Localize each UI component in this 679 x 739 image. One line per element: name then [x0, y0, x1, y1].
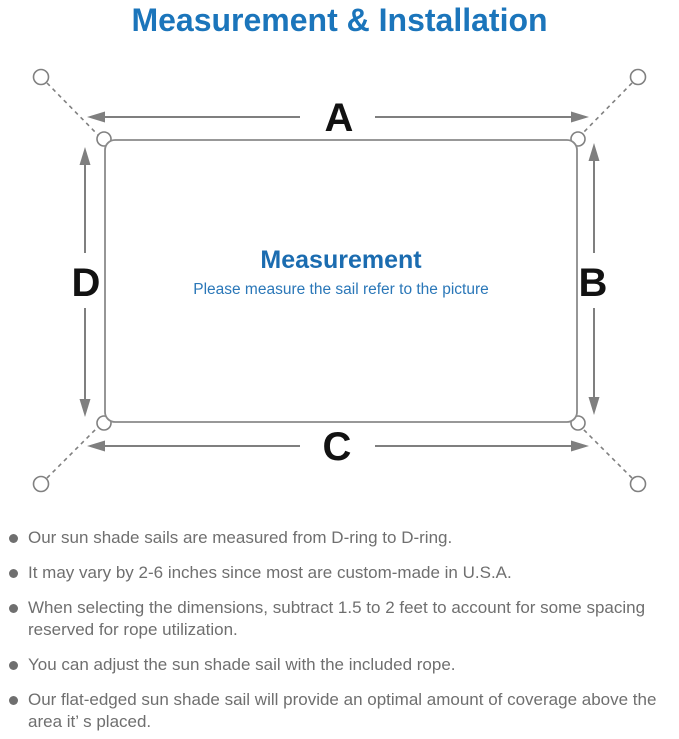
- arrowhead-a-right: [571, 111, 589, 123]
- note-item: You can adjust the sun shade sail with t…: [9, 654, 669, 676]
- anchor-ring-bottom-left: [32, 475, 50, 493]
- dim-label-d: D: [72, 261, 101, 305]
- dim-label-c: C: [323, 425, 352, 469]
- measurement-diagram: A C D B Measurement Please measure the s…: [32, 68, 647, 493]
- notes-list: Our sun shade sails are measured from D-…: [9, 527, 669, 739]
- rope-dashed-bottom-right: [578, 424, 633, 479]
- bullet-icon: [9, 534, 18, 543]
- anchor-ring-top-left: [32, 68, 50, 86]
- arrowhead-b-top: [588, 143, 600, 161]
- note-item: Our sun shade sails are measured from D-…: [9, 527, 669, 549]
- bullet-icon: [9, 604, 18, 613]
- bullet-icon: [9, 661, 18, 670]
- arrowhead-a-left: [87, 111, 105, 123]
- dim-label-a: A: [325, 96, 354, 140]
- note-text: When selecting the dimensions, subtract …: [28, 598, 646, 639]
- note-item: When selecting the dimensions, subtract …: [9, 597, 669, 641]
- sail-rectangle: [104, 139, 578, 423]
- anchor-ring-top-right: [629, 68, 647, 86]
- arrowhead-d-bottom: [79, 399, 91, 417]
- bullet-icon: [9, 696, 18, 705]
- rope-dashed-bottom-left: [46, 424, 101, 479]
- center-heading: Measurement: [260, 246, 422, 274]
- anchor-ring-bottom-right: [629, 475, 647, 493]
- arrowhead-b-bottom: [588, 397, 600, 415]
- arrowhead-c-left: [87, 440, 105, 452]
- page-title: Measurement & Installation: [131, 2, 548, 38]
- note-text: Our sun shade sails are measured from D-…: [28, 528, 453, 547]
- note-item: It may vary by 2-6 inches since most are…: [9, 562, 669, 584]
- rope-dashed-top-right: [578, 82, 633, 138]
- note-text: You can adjust the sun shade sail with t…: [28, 655, 456, 674]
- arrowhead-d-top: [79, 147, 91, 165]
- arrowhead-c-right: [571, 440, 589, 452]
- dim-label-b: B: [579, 261, 608, 305]
- note-item: Our flat-edged sun shade sail will provi…: [9, 689, 669, 733]
- note-text: Our flat-edged sun shade sail will provi…: [28, 690, 657, 731]
- center-subtitle: Please measure the sail refer to the pic…: [193, 281, 489, 298]
- note-text: It may vary by 2-6 inches since most are…: [28, 563, 512, 582]
- bullet-icon: [9, 569, 18, 578]
- rope-dashed-top-left: [46, 82, 101, 138]
